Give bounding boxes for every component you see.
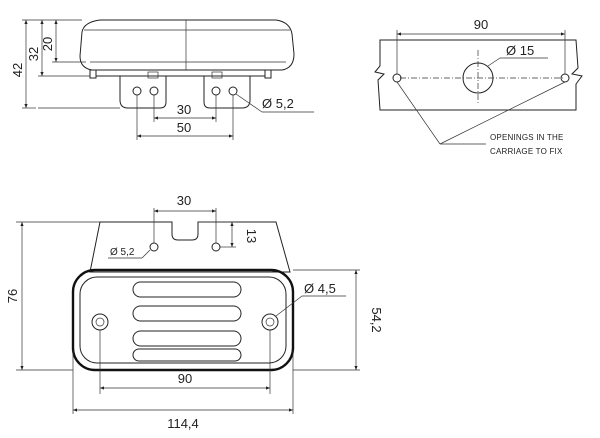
front-dim-13: 13	[244, 229, 259, 243]
mount-center-hole	[462, 62, 494, 94]
side-bracket-left	[119, 76, 167, 109]
lens-slot-3	[132, 330, 242, 347]
mount-note-line2: CARRIAGE TO FIX	[490, 147, 563, 156]
front-dim-30: 30	[177, 193, 191, 208]
side-dim-32: 32	[26, 47, 41, 61]
mount-dim-center: Ø 15	[506, 43, 534, 58]
lens-slot-2	[132, 305, 242, 322]
lens-screw-left	[91, 313, 109, 331]
front-bracket	[89, 221, 291, 273]
mount-hole-left	[392, 73, 402, 83]
lens-slot-1	[132, 281, 242, 298]
front-dim-54-2: 54,2	[369, 307, 384, 332]
side-lamp-body	[79, 19, 295, 71]
front-bracket-hole-left	[149, 242, 159, 252]
side-dim-30: 30	[177, 102, 191, 117]
lens-slot-4	[132, 348, 242, 362]
front-bracket-hole-right	[211, 242, 221, 252]
front-view: 30 13 Ø 5,2 76 Ø 4,5 54,2 90 114,4	[5, 193, 384, 431]
front-dim-lens-hole: Ø 4,5	[304, 281, 336, 296]
side-hole-3	[211, 86, 221, 96]
front-dim-bracket-hole: Ø 5,2	[110, 247, 135, 258]
side-hole-4	[228, 86, 238, 96]
side-dim-hole: Ø 5,2	[262, 96, 294, 111]
mount-dim-90: 90	[474, 17, 488, 32]
lens-screw-right	[261, 313, 279, 331]
side-dim-42: 42	[10, 63, 25, 77]
side-bracket-right	[203, 76, 251, 109]
front-lamp-outer	[71, 268, 295, 372]
mount-plate	[374, 39, 583, 111]
front-dim-114-4: 114,4	[167, 416, 199, 431]
front-dim-90: 90	[178, 371, 192, 386]
side-hole-1	[132, 86, 142, 96]
front-lamp-inner	[79, 276, 287, 364]
side-hole-2	[149, 86, 159, 96]
side-dim-20: 20	[40, 37, 55, 51]
mount-note-line1: OPENINGS IN THE	[490, 133, 564, 142]
front-dim-76: 76	[5, 289, 20, 303]
side-view: 42 32 20 30 50 Ø 5,2	[10, 19, 314, 140]
side-dim-50: 50	[177, 120, 191, 135]
mount-view: 90 Ø 15 OPENINGS IN THE CARRIAGE TO FIX	[374, 17, 583, 156]
